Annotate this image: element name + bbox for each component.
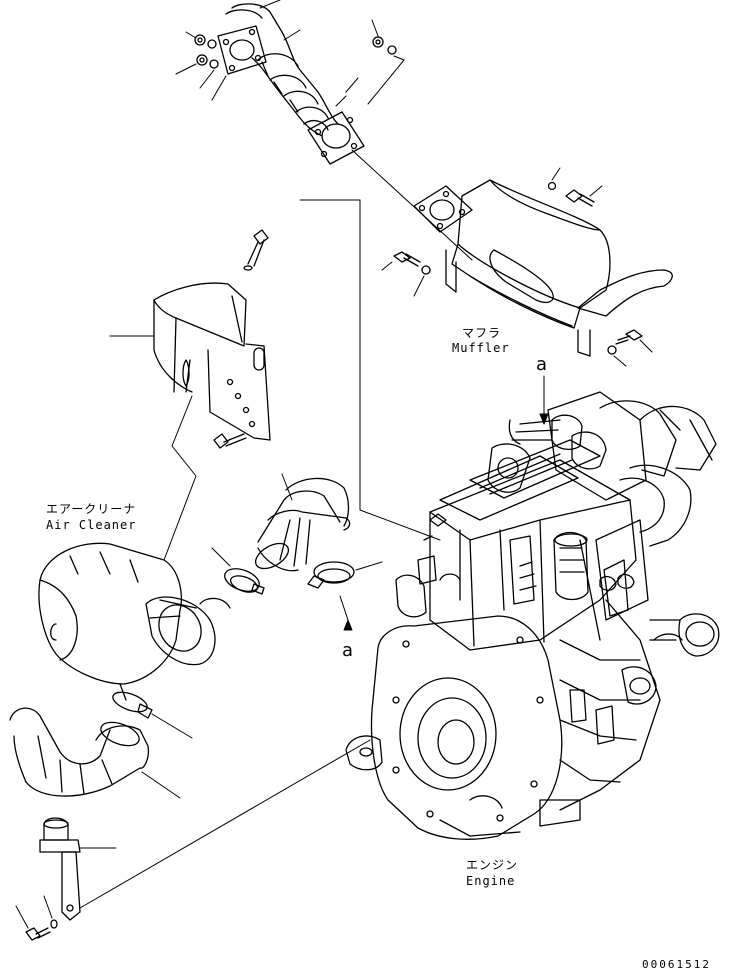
engine-label-en: Engine [466, 874, 516, 888]
drawing-code: 00061512 [642, 958, 711, 971]
air-cleaner-label-jp: エアークリーナ [46, 502, 137, 516]
leader-lines-muffler [352, 150, 652, 366]
nuts-washers-top [195, 35, 396, 68]
intake-elbow-hose [251, 478, 349, 573]
reference-mark-a-top: a [536, 354, 548, 375]
muffler-fasteners [394, 183, 642, 355]
leader-lines-bracket-lower [16, 740, 370, 928]
air-cleaner-label-en: Air Cleaner [46, 518, 137, 532]
muffler-label-en: Muffler [452, 341, 510, 355]
air-cleaner [39, 543, 230, 700]
muffler-label-jp: マフラ [462, 326, 502, 340]
exhaust-flange-bottom [308, 112, 364, 164]
leader-lines-hose [212, 376, 548, 630]
reference-mark-a-bottom: a [342, 640, 354, 661]
engine [346, 392, 719, 839]
engine-label-jp: エンジン [466, 858, 519, 872]
lower-intake-hose [10, 708, 148, 796]
hose-clamps [110, 562, 354, 718]
muffler [414, 180, 672, 356]
lower-bracket [26, 818, 80, 940]
bracket-fasteners [214, 230, 268, 448]
air-cleaner-bracket [154, 283, 270, 440]
leader-lines-lower [142, 714, 192, 798]
leader-lines-top [176, 0, 404, 106]
exhaust-flange-top [218, 26, 266, 74]
leader-lines-bracket [110, 200, 440, 560]
